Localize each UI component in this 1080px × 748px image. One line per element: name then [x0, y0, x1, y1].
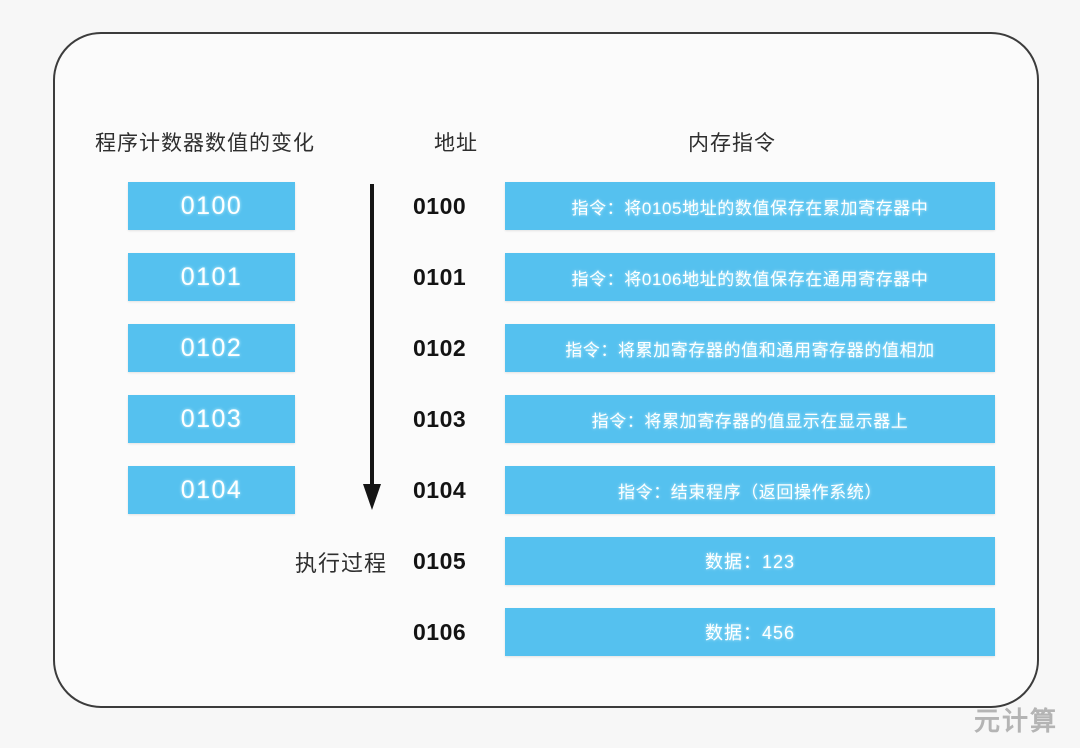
program-counter-block: 0103: [128, 395, 295, 443]
program-counter-block: 0100: [128, 182, 295, 230]
address-label: 0100: [413, 193, 467, 219]
program-counter-block: 0104: [128, 466, 295, 514]
memory-row: 0105 数据：123: [413, 537, 998, 585]
memory-cell-text: 数据：123: [704, 552, 796, 572]
arrow-head-icon: [363, 484, 381, 510]
memory-row: 0104 指令：结束程序（返回操作系统）: [413, 466, 998, 514]
memory-cell-text: 指令：结束程序（返回操作系统）: [618, 482, 882, 502]
memory-cell-text: 指令：将0105地址的数值保存在累加寄存器中: [571, 198, 929, 218]
execution-process-label: 执行过程: [294, 551, 387, 576]
program-counter-value: 0101: [180, 262, 243, 291]
memory-data-bar: 数据：456: [505, 608, 995, 656]
program-counter-value: 0103: [180, 404, 243, 433]
address-label: 0104: [413, 477, 467, 503]
address-label: 0101: [413, 264, 467, 290]
address-label: 0106: [413, 619, 467, 645]
memory-instruction-bar: 指令：将0105地址的数值保存在累加寄存器中: [505, 182, 995, 230]
program-counter-block: 0102: [128, 324, 295, 372]
column-header-program-counter: 程序计数器数值的变化: [95, 132, 315, 155]
memory-data-bar: 数据：123: [505, 537, 995, 585]
memory-row: 0100 指令：将0105地址的数值保存在累加寄存器中: [413, 182, 998, 230]
memory-cell-text: 指令：将0106地址的数值保存在通用寄存器中: [571, 269, 929, 289]
memory-cell-text: 指令：将累加寄存器的值显示在显示器上: [591, 411, 909, 431]
program-counter-value: 0104: [180, 475, 243, 504]
memory-row: 0102 指令：将累加寄存器的值和通用寄存器的值相加: [413, 324, 998, 372]
memory-cell-text: 指令：将累加寄存器的值和通用寄存器的值相加: [565, 340, 935, 360]
program-counter-value: 0100: [180, 191, 243, 220]
memory-instruction-bar: 指令：将0106地址的数值保存在通用寄存器中: [505, 253, 995, 301]
memory-instruction-bar: 指令：将累加寄存器的值显示在显示器上: [505, 395, 995, 443]
column-header-address: 地址: [434, 132, 478, 155]
column-header-memory-instruction: 内存指令: [688, 132, 776, 155]
memory-row: 0103 指令：将累加寄存器的值显示在显示器上: [413, 395, 998, 443]
program-counter-value: 0102: [180, 333, 243, 362]
address-label: 0103: [413, 406, 467, 432]
memory-rows: 0100 指令：将0105地址的数值保存在累加寄存器中 0101 指令：将0106地址…: [413, 182, 998, 679]
memory-row: 0101 指令：将0106地址的数值保存在通用寄存器中: [413, 253, 998, 301]
address-label: 0105: [413, 548, 467, 574]
memory-instruction-bar: 指令：将累加寄存器的值和通用寄存器的值相加: [505, 324, 995, 372]
watermark: 元计算: [973, 706, 1058, 736]
program-counter-block: 0101: [128, 253, 295, 301]
address-label: 0102: [413, 335, 467, 361]
memory-cell-text: 数据：456: [704, 623, 796, 643]
execution-flow-arrow: [362, 184, 382, 514]
memory-row: 0106 数据：456: [413, 608, 998, 656]
arrow-shaft: [370, 184, 374, 488]
program-counter-column: 0100 0101 0102 0103 0104: [128, 182, 295, 537]
memory-instruction-bar: 指令：结束程序（返回操作系统）: [505, 466, 995, 514]
